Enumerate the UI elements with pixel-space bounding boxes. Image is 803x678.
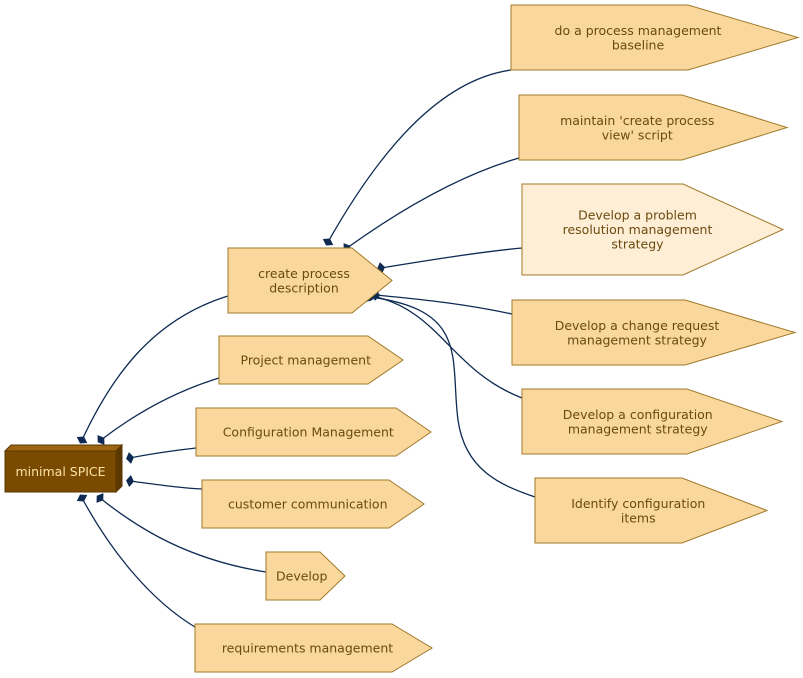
node-label-line: customer communication	[228, 497, 388, 512]
node-project[interactable]: Project management	[218, 335, 404, 385]
connector-line	[129, 447, 197, 459]
node-label-line: resolution management	[563, 222, 713, 237]
node-label-line: Identify configuration	[571, 496, 705, 511]
connector-line	[129, 480, 203, 490]
connector-diamond	[76, 494, 88, 502]
node-label-line: management strategy	[568, 421, 708, 436]
node-label-line: view' script	[602, 127, 673, 142]
connector-line	[375, 294, 513, 315]
connector-line	[371, 295, 523, 399]
connector-line	[380, 247, 523, 269]
edges-layer	[76, 69, 536, 628]
connector-diamond	[377, 262, 385, 274]
node-minimal-spice[interactable]: minimal SPICE	[3, 443, 124, 494]
connector-line	[99, 497, 267, 573]
connector-line	[81, 295, 229, 441]
node-customer[interactable]: customer communication	[201, 479, 425, 529]
connector-line	[346, 157, 520, 249]
connector-line	[81, 497, 196, 628]
node-label-line: maintain 'create process	[560, 113, 714, 128]
node-config-mgmt[interactable]: Configuration Management	[195, 407, 432, 457]
node-label-line: Develop a problem	[578, 208, 697, 223]
connector-line	[100, 377, 220, 441]
node-label-line: description	[269, 280, 339, 295]
connector-diamond	[322, 238, 334, 246]
node-label-line: strategy	[611, 237, 664, 252]
node-label-line: baseline	[612, 37, 665, 52]
connector-diamond	[76, 436, 88, 444]
node-label-line: create process	[258, 266, 350, 281]
connector-diamond	[126, 475, 134, 487]
node-label-line: Project management	[241, 353, 372, 368]
node-label-line: Configuration Management	[223, 425, 394, 440]
node-label-line: items	[621, 510, 656, 525]
node-develop[interactable]: Develop	[265, 551, 346, 601]
root-label: minimal SPICE	[15, 464, 105, 479]
connector-diamond	[126, 452, 134, 464]
node-label-line: do a process management	[555, 23, 722, 38]
node-requirements[interactable]: requirements management	[194, 623, 433, 673]
node-label-line: management strategy	[567, 332, 707, 347]
node-label-line: Develop a configuration	[563, 407, 713, 422]
node-label-line: Develop a change request	[555, 318, 720, 333]
connector-line	[327, 69, 512, 243]
connector-diamond	[97, 435, 105, 445]
connector-line	[369, 296, 536, 498]
node-label-line: requirements management	[222, 641, 393, 656]
node-label-line: Develop	[276, 569, 328, 584]
connector-diamond	[96, 493, 104, 503]
